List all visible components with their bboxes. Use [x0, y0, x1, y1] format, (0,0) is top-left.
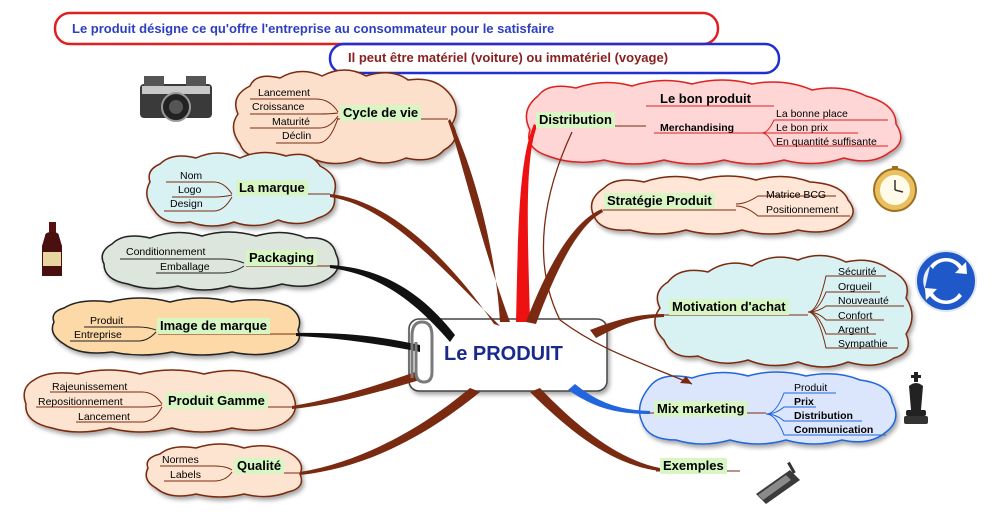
qualite-item-labels: Labels: [170, 469, 201, 481]
mix-item-produit: Produit: [794, 382, 828, 394]
motivation-title[interactable]: Motivation d'achat: [669, 299, 789, 315]
roundabout-sign-icon: [915, 250, 977, 312]
branch-mix: [568, 384, 650, 414]
cloud-qualite: [145, 443, 303, 498]
marque-item-nom: Nom: [180, 170, 203, 182]
motivation-item-securite: Sécurité: [838, 266, 877, 278]
cycle-item-declin: Déclin: [282, 130, 312, 142]
qualite-title[interactable]: Qualité: [234, 458, 285, 474]
cycle-item-lancement: Lancement: [258, 87, 310, 99]
cycle-item-croissance: Croissance: [252, 101, 305, 113]
distribution-title[interactable]: Distribution: [536, 112, 615, 128]
distribution-item-quantite: En quantité suffisante: [776, 136, 877, 148]
branch-distribution: [516, 124, 537, 322]
banner-second: Il peut être matériel (voiture) ou immat…: [348, 50, 669, 65]
distribution-bon-produit: Le bon produit: [660, 91, 751, 106]
branch-cycle-de-vie: [448, 119, 510, 322]
motivation-item-nouveaute: Nouveauté: [838, 295, 889, 307]
gamme-item-lancement: Lancement: [78, 411, 130, 423]
distribution-item-bonne-place: La bonne place: [776, 108, 848, 120]
distribution-to-mix-arrow: [542, 131, 693, 385]
strategie-item-matrice-bcg: Matrice BCG: [766, 189, 827, 201]
image-de-marque-title[interactable]: Image de marque: [157, 318, 270, 334]
marque-item-design: Design: [170, 198, 203, 210]
cycle-de-vie-title[interactable]: Cycle de vie: [340, 105, 422, 121]
chess-king-icon: [904, 372, 928, 424]
gamme-item-repositionnement: Repositionnement: [38, 396, 123, 408]
image-item-entreprise: Entreprise: [74, 329, 122, 341]
cloud-packaging: [101, 231, 340, 291]
mix-marketing-title[interactable]: Mix marketing: [654, 401, 748, 417]
center-title: Le PRODUIT: [444, 343, 563, 365]
banner-second-outline: [328, 42, 781, 75]
pocket-watch-icon: [873, 166, 917, 212]
branches: [292, 119, 693, 475]
motivation-item-confort: Confort: [838, 310, 873, 322]
distribution-item-bon-prix: Le bon prix: [776, 122, 828, 134]
strategie-item-positionnement: Positionnement: [766, 204, 839, 216]
la-marque-title[interactable]: La marque: [236, 180, 308, 196]
cloud-strategie-produit: [590, 175, 854, 235]
distribution-merchandising: Merchandising: [660, 122, 735, 134]
camera-icon: [140, 76, 212, 122]
branch-image-de-marque: [296, 332, 420, 352]
paperclip-icon: [410, 320, 434, 384]
branch-qualite: [300, 388, 480, 475]
qualite-item-normes: Normes: [162, 454, 199, 466]
motivation-item-sympathie: Sympathie: [838, 338, 888, 350]
mobile-phone-icon: [756, 461, 800, 504]
cloud-mix-marketing: [638, 371, 897, 445]
exemples-title[interactable]: Exemples: [660, 458, 727, 474]
produit-gamme-title[interactable]: Produit Gamme: [165, 393, 268, 409]
branch-produit-gamme: [292, 372, 420, 409]
packaging-item-conditionnement: Conditionnement: [126, 246, 206, 258]
cloud-distribution: [525, 79, 902, 165]
mix-item-prix: Prix: [794, 396, 814, 408]
mix-item-communication: Communication: [794, 424, 874, 436]
gamme-item-rajeunissement: Rajeunissement: [52, 381, 128, 393]
marque-item-logo: Logo: [178, 184, 202, 196]
wine-bottle-icon: [42, 222, 62, 276]
packaging-title[interactable]: Packaging: [246, 250, 318, 266]
arrow-head: [680, 376, 692, 384]
banner-top: Le produit désigne ce qu'offre l'entrepr…: [72, 21, 555, 36]
mix-item-distribution: Distribution: [794, 410, 853, 422]
image-item-produit: Produit: [90, 315, 124, 327]
motivation-item-orgueil: Orgueil: [838, 281, 872, 293]
branch-motivation: [590, 314, 664, 338]
cycle-item-maturite: Maturité: [272, 116, 310, 128]
strategie-produit-title[interactable]: Stratégie Produit: [604, 193, 715, 209]
packaging-item-emballage: Emballage: [160, 261, 210, 273]
branch-strategie: [526, 209, 603, 324]
motivation-item-argent: Argent: [838, 324, 869, 336]
branch-exemples: [530, 388, 660, 471]
